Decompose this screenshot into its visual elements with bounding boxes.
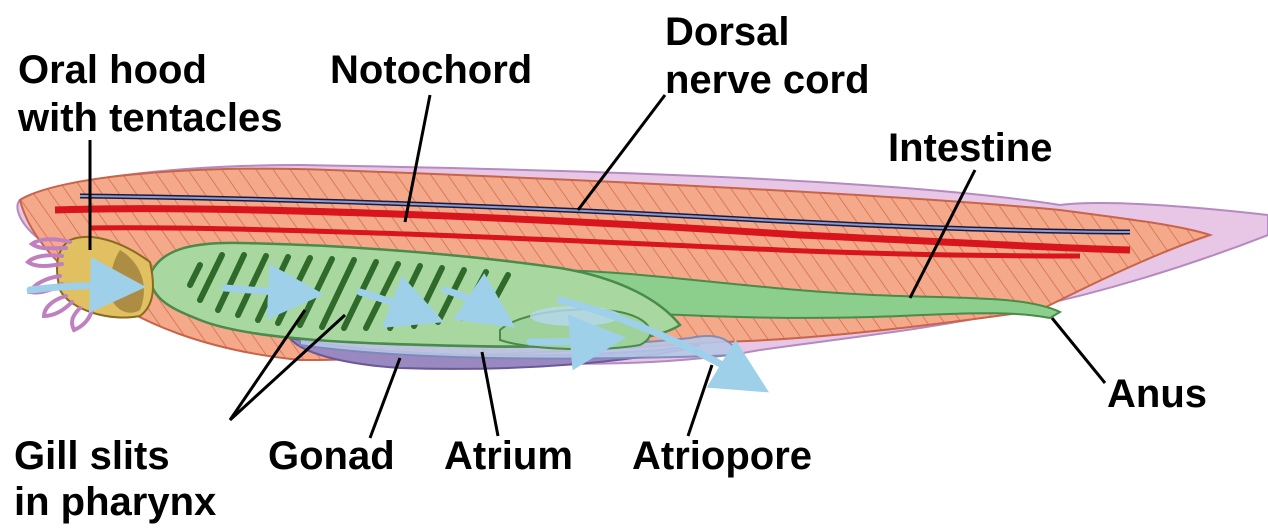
label-atrium: Atrium: [444, 436, 573, 476]
label-gill-slits-2: in pharynx: [14, 482, 216, 522]
label-dorsal-1: Dorsal: [665, 12, 790, 52]
leader-anus: [1052, 318, 1105, 383]
label-gonad: Gonad: [268, 436, 395, 476]
label-oral-hood-1: Oral hood: [18, 50, 207, 90]
label-gill-slits-1: Gill slits: [14, 436, 170, 476]
label-dorsal-2: nerve cord: [665, 60, 870, 100]
label-atriopore: Atriopore: [632, 436, 812, 476]
label-notochord: Notochord: [330, 50, 532, 90]
label-anus: Anus: [1107, 374, 1207, 414]
leader-atriopore: [688, 365, 712, 436]
label-oral-hood-2: with tentacles: [18, 98, 283, 138]
leader-gonad: [370, 358, 400, 438]
label-intestine: Intestine: [888, 128, 1052, 168]
